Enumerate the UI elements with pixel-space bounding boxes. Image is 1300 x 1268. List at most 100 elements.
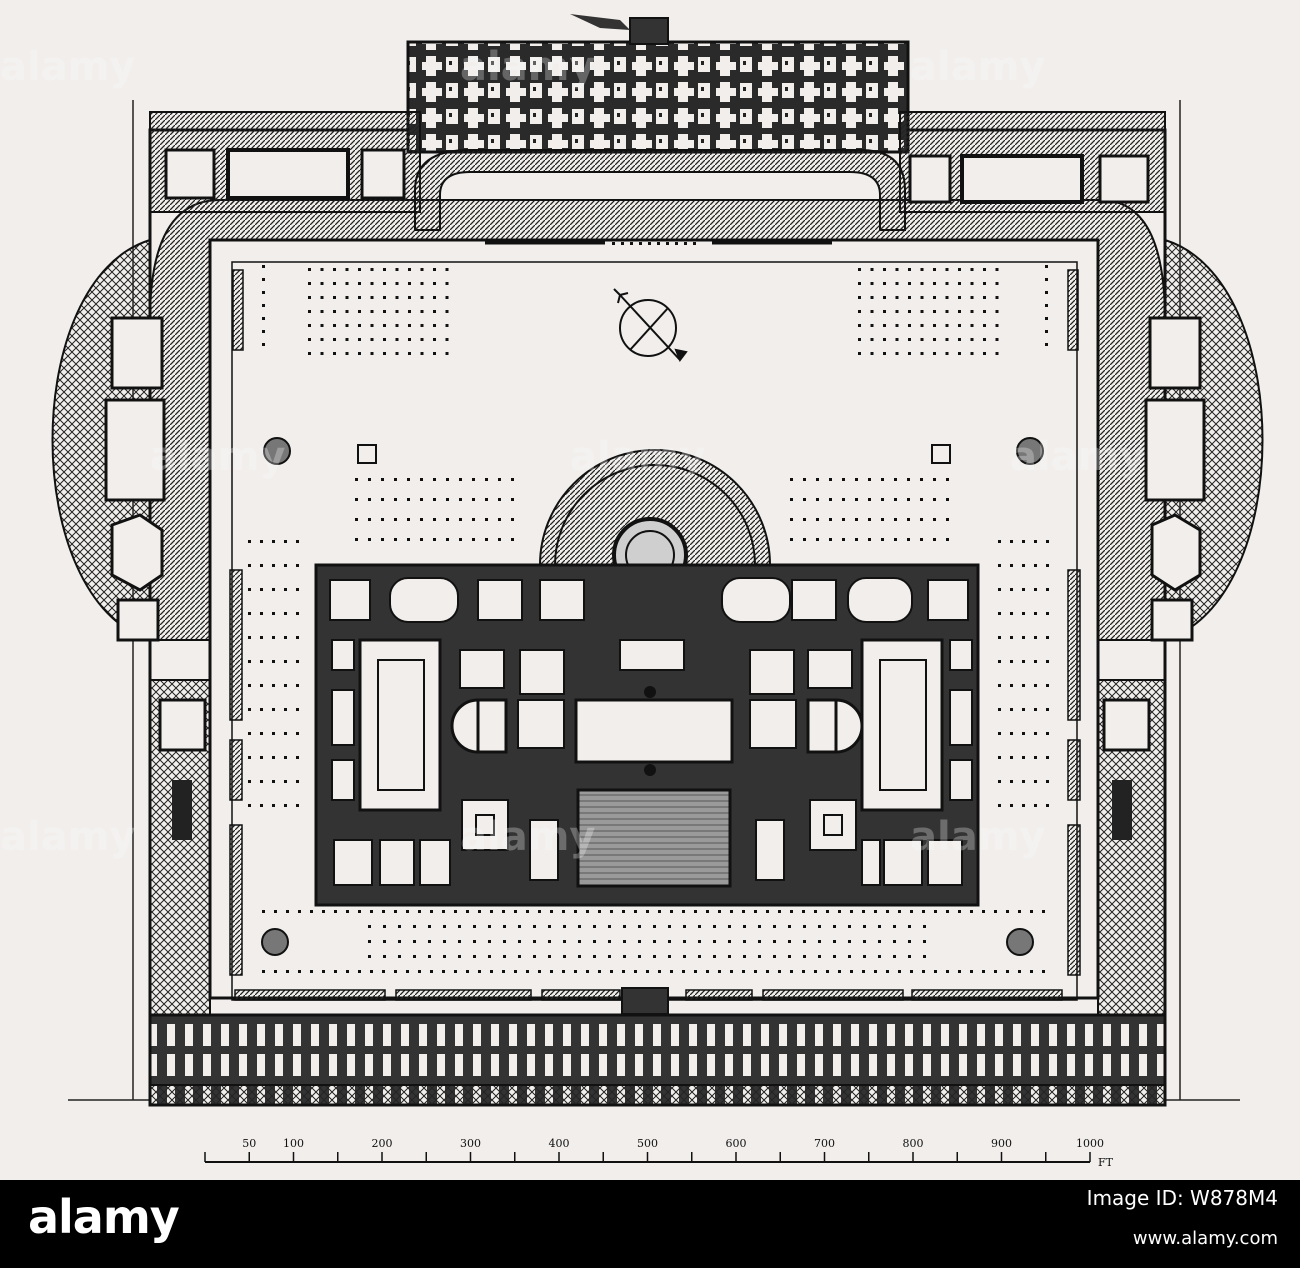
column-dot <box>248 780 251 783</box>
column-dot <box>420 282 424 285</box>
column-dot <box>503 955 506 958</box>
column-dot <box>998 780 1001 783</box>
column-dot <box>262 910 265 913</box>
column-dot <box>533 955 536 958</box>
column-dot <box>920 478 923 481</box>
column-dot <box>248 636 251 639</box>
column-dot <box>296 732 299 735</box>
column-dot <box>430 970 433 973</box>
column-dot <box>598 910 601 913</box>
column-dot <box>308 282 311 285</box>
column-dot <box>970 352 974 355</box>
column-dot <box>395 296 399 299</box>
column-dot <box>260 660 263 663</box>
column-dot <box>893 940 896 943</box>
column-dot <box>648 242 651 245</box>
column-dot <box>1042 910 1045 913</box>
column-dot <box>933 282 936 285</box>
column-dot <box>445 324 449 327</box>
column-dot <box>895 324 899 327</box>
column-dot <box>272 708 275 711</box>
column-dot <box>445 338 449 341</box>
column-dot <box>653 955 656 958</box>
column-dot <box>920 338 924 341</box>
column-dot <box>920 310 924 313</box>
column-dot <box>1022 564 1025 567</box>
column-dot <box>459 478 462 481</box>
column-dot <box>658 910 661 913</box>
column-dot <box>526 910 529 913</box>
column-dot <box>920 352 924 355</box>
column-dot <box>333 296 336 299</box>
column-dot <box>1022 660 1025 663</box>
column-dot <box>945 352 949 355</box>
column-dot <box>262 304 265 307</box>
column-dot <box>473 925 476 928</box>
column-dot <box>296 588 299 591</box>
column-dot <box>958 296 961 299</box>
column-dot <box>1034 612 1037 615</box>
column-dot <box>803 955 806 958</box>
column-dot <box>260 540 263 543</box>
brand-logo: alamy <box>28 1190 180 1244</box>
column-dot <box>933 478 936 481</box>
column-dot <box>858 338 861 341</box>
column-dot <box>970 310 974 313</box>
column-dot <box>850 910 853 913</box>
column-dot <box>260 708 263 711</box>
south-range-of-cells <box>148 1013 1167 1107</box>
column-dot <box>994 970 997 973</box>
column-dot <box>407 538 410 541</box>
column-dot <box>946 478 949 481</box>
column-dot <box>623 925 626 928</box>
column-dot <box>383 940 386 943</box>
column-dot <box>622 910 625 913</box>
column-dot <box>758 955 761 958</box>
column-dot <box>874 970 877 973</box>
column-dot <box>933 338 936 341</box>
compass-icon <box>613 288 688 363</box>
svg-text:alamy: alamy <box>150 434 285 480</box>
column-dot <box>983 268 986 271</box>
image-id-label: Image ID: W878M4 <box>1086 1186 1278 1210</box>
column-dot <box>272 564 275 567</box>
column-dot <box>358 296 361 299</box>
column-dot <box>878 925 881 928</box>
column-dot <box>578 955 581 958</box>
column-dot <box>598 970 601 973</box>
column-dot <box>433 338 436 341</box>
column-dot <box>683 955 686 958</box>
column-dot <box>296 612 299 615</box>
column-dot <box>454 910 457 913</box>
column-dot <box>533 925 536 928</box>
column-dot <box>355 518 358 521</box>
column-dot <box>870 338 874 341</box>
column-dot <box>1010 540 1013 543</box>
column-dot <box>284 540 287 543</box>
column-dot <box>675 242 678 245</box>
column-dot <box>443 925 446 928</box>
column-dot <box>518 940 521 943</box>
column-dot <box>638 925 641 928</box>
column-dot <box>284 780 287 783</box>
column-dot <box>898 910 901 913</box>
column-dot <box>433 498 436 501</box>
column-dot <box>995 296 999 299</box>
column-dot <box>260 684 263 687</box>
column-dot <box>445 352 449 355</box>
column-dot <box>1045 291 1048 294</box>
column-dot <box>358 338 361 341</box>
column-dot <box>933 268 936 271</box>
column-dot <box>982 970 985 973</box>
column-dot <box>1046 708 1049 711</box>
column-dot <box>284 612 287 615</box>
column-dot <box>920 282 924 285</box>
column-dot <box>870 310 874 313</box>
column-dot <box>368 518 371 521</box>
column-dot <box>883 310 886 313</box>
column-dot <box>698 925 701 928</box>
column-dot <box>1010 732 1013 735</box>
column-dot <box>910 910 913 913</box>
column-dot <box>730 910 733 913</box>
natatio-pool <box>576 788 732 888</box>
